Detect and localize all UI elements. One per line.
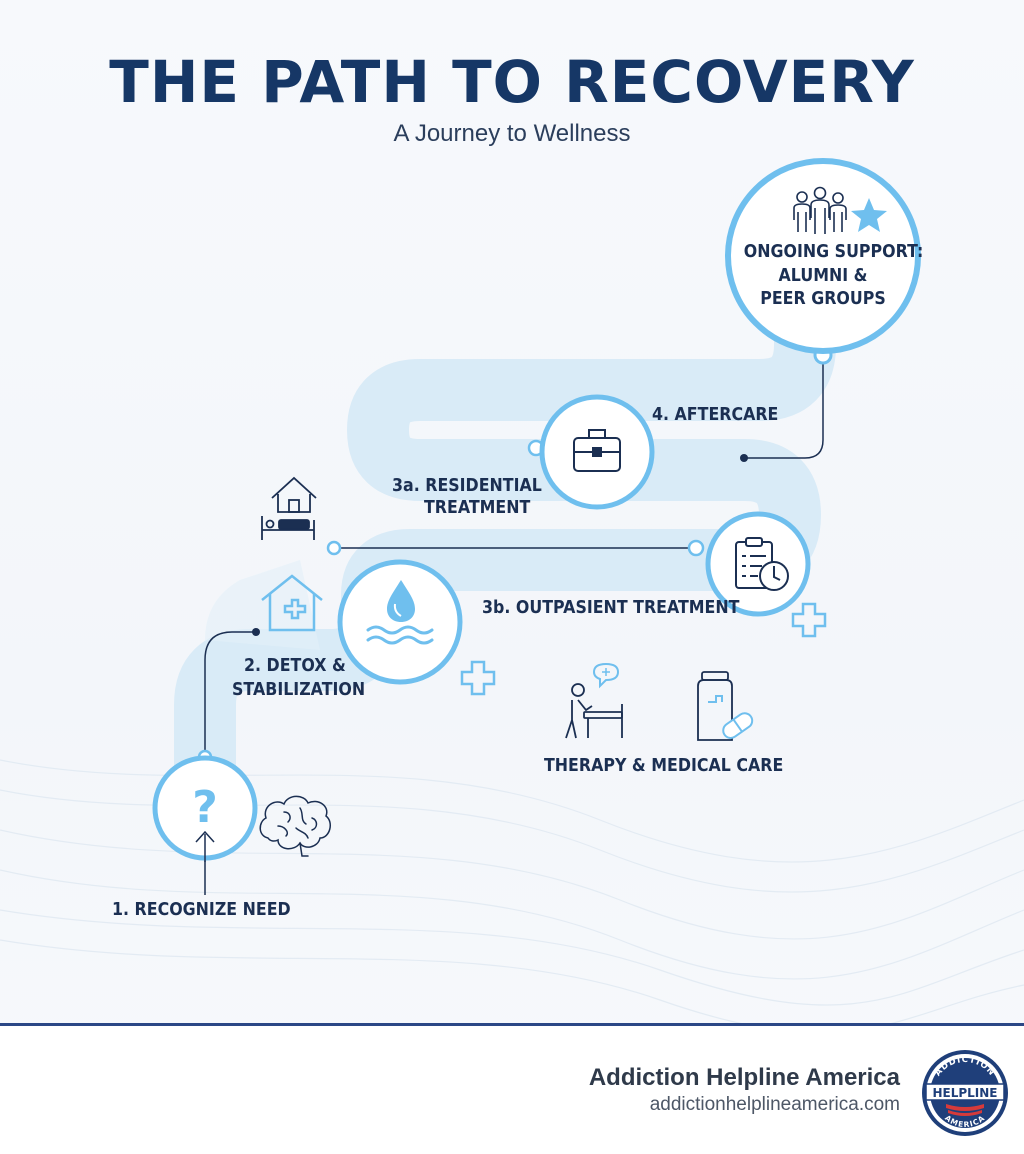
step-outpatient-label: 3b. OUTPASIENT TREATMENT (482, 597, 740, 618)
step-residential-label-line2: TREATMENT (424, 497, 531, 518)
badge-main-text: HELPLINE (932, 1086, 997, 1100)
medicine-bottle-icon (697, 671, 754, 741)
people-icon (793, 186, 847, 234)
step-outpatient-node (705, 511, 811, 617)
brand-name: Addiction Helpline America (588, 1064, 900, 1091)
brand-url[interactable]: addictionhelplineamerica.com (649, 1094, 900, 1115)
step-detox-label-line1: 2. DETOX & (244, 655, 346, 676)
connector-aftercare (744, 355, 824, 459)
step-detox-node (337, 559, 463, 685)
step-recognize-node: ? (152, 755, 258, 862)
connector-detox (204, 631, 256, 760)
step-residential-node (539, 394, 655, 510)
page-subtitle: A Journey to Wellness (393, 120, 631, 147)
plus-icon (791, 602, 827, 638)
therapy-label: THERAPY & MEDICAL CARE (544, 755, 784, 776)
footer-divider (0, 1023, 1024, 1026)
step-ongoing-node (725, 158, 921, 354)
helpline-badge-logo: ADDICTION HELPLINE AMERICA (922, 1050, 1008, 1136)
footer (0, 1026, 1024, 1154)
step-recognize-label: 1. RECOGNIZE NEED (112, 899, 291, 920)
star-icon (851, 198, 887, 232)
hospital-icon (261, 574, 323, 632)
water-drop-icon (387, 580, 415, 622)
question-mark-icon: ? (192, 782, 218, 833)
step-aftercare-label: 4. AFTERCARE (652, 404, 779, 425)
page-title: THE PATH TO RECOVERY (109, 48, 915, 116)
therapy-icon (565, 662, 623, 739)
step-ongoing-label-line3: PEER GROUPS (760, 288, 886, 309)
recovery-road (174, 269, 836, 831)
house-bed-icon (261, 476, 317, 540)
step-detox-label-line2: STABILIZATION (232, 679, 366, 700)
footer-brand: Addiction Helpline America addictionhelp… (589, 1064, 900, 1116)
brain-icon (259, 795, 331, 857)
step-ongoing-label-line2: ALUMNI & (778, 265, 868, 286)
plus-icon (460, 660, 496, 696)
briefcase-icon (573, 429, 621, 472)
step-residential-label-line1: 3a. RESIDENTIAL (392, 475, 542, 496)
clipboard-clock-icon (735, 537, 789, 591)
step-ongoing-label-line1: ONGOING SUPPORT: (743, 241, 924, 262)
